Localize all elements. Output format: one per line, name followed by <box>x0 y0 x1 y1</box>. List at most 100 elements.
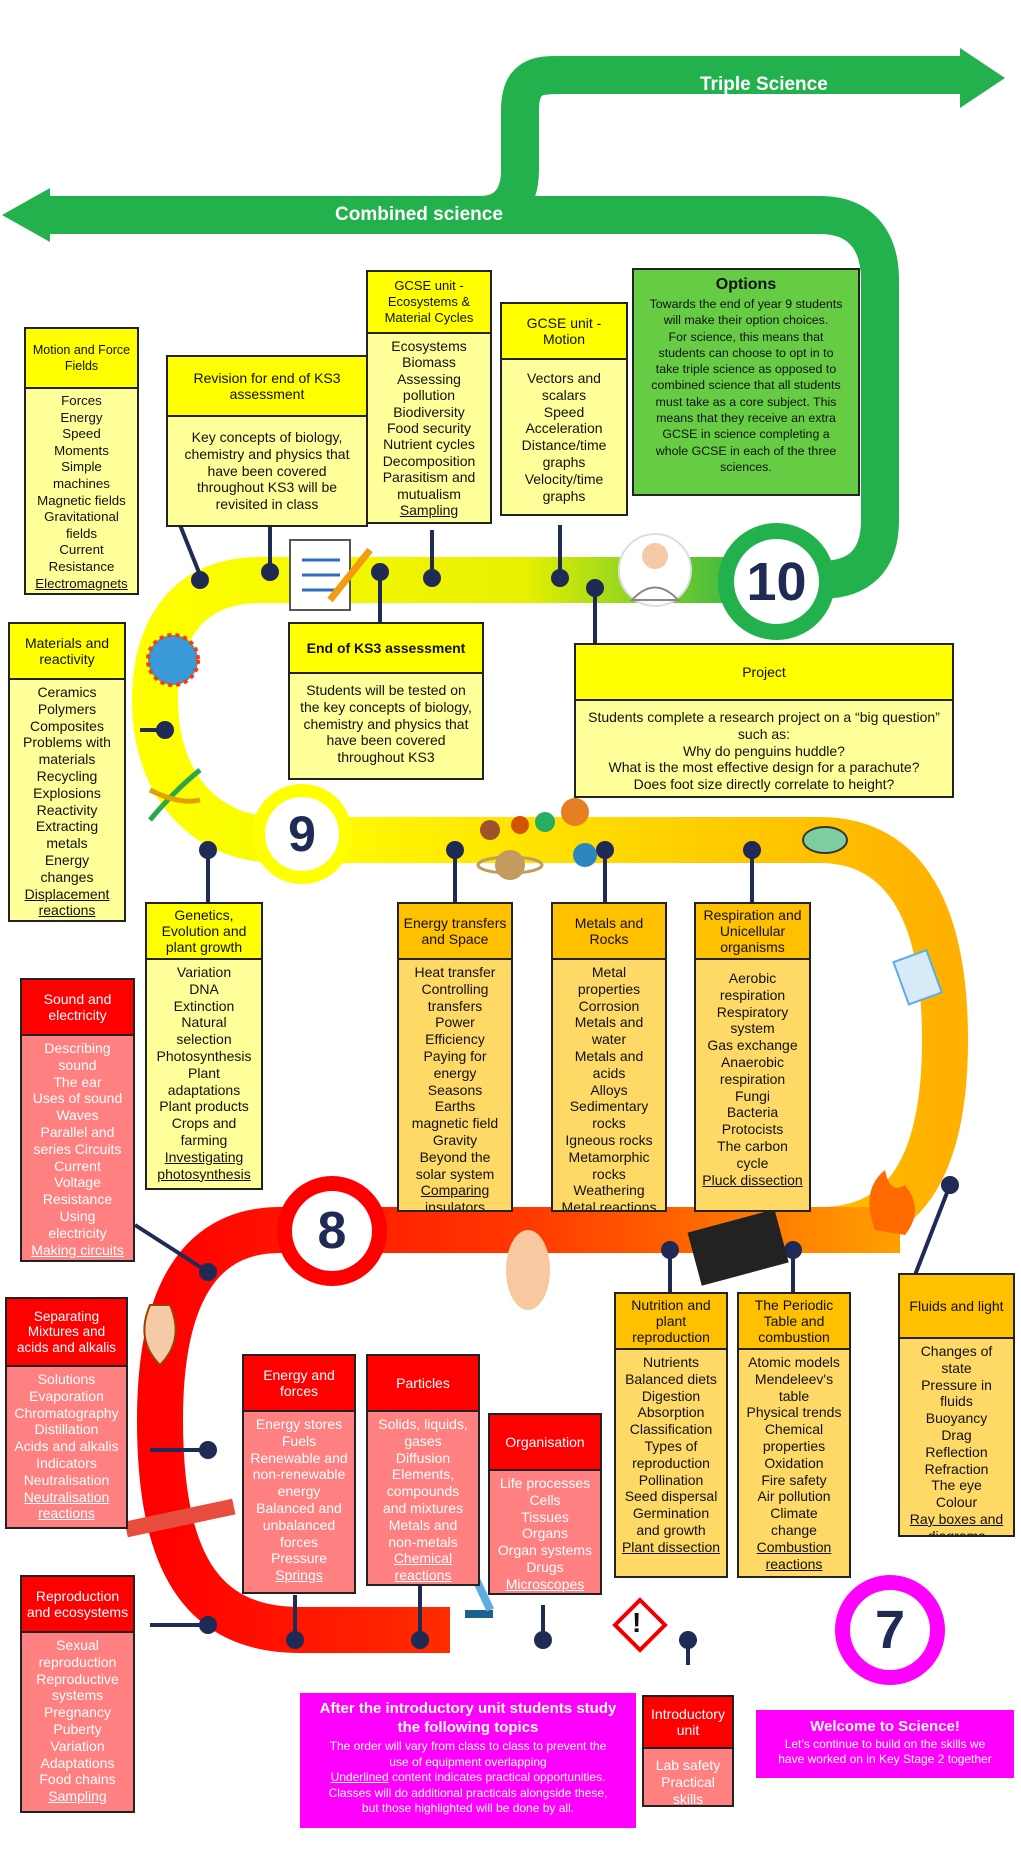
topic-item: Protocists <box>721 1121 784 1138</box>
topic-item: pollution <box>402 387 456 404</box>
topic-item: fields <box>65 525 98 541</box>
topic-item: Beyond the <box>419 1148 491 1165</box>
box-title: Respiration and Unicellular organisms <box>696 904 809 960</box>
topic-item: unbalanced <box>262 1516 336 1533</box>
topic-item: Respiratory <box>716 1003 789 1020</box>
triple-science-label: Triple Science <box>700 74 828 95</box>
topic-item: Changes of <box>920 1343 993 1359</box>
practical-item: Sampling <box>399 502 459 519</box>
topic-item: Acceleration <box>525 420 603 437</box>
box-title: Materials and reactivity <box>10 624 124 680</box>
topic-item: energy <box>277 1483 321 1500</box>
topic-item: graphs <box>542 453 586 470</box>
options-line: For science, this means that <box>668 329 824 344</box>
topic-item: Uses of sound <box>32 1090 123 1107</box>
topic-item: Metamorphic <box>568 1148 650 1165</box>
topic-item: water <box>591 1031 627 1048</box>
topic-item: Seasons <box>427 1081 483 1098</box>
options-title: Options <box>715 276 777 293</box>
topic-item: Aerobic <box>728 970 777 986</box>
glass-block-picture <box>892 948 944 1006</box>
topic-item: Earths <box>434 1098 476 1115</box>
intro-note-title: After the introductory unit students stu… <box>319 1700 617 1736</box>
topic-item: Nutrients <box>642 1354 700 1370</box>
year-7-marker: 7 <box>835 1575 945 1685</box>
topic-item: Using <box>59 1207 96 1224</box>
topic-item: Air pollution <box>757 1488 831 1505</box>
topic-item: Atomic models <box>748 1354 840 1370</box>
topic-item: Gravity <box>432 1131 478 1148</box>
topic-item: Moments <box>54 442 109 458</box>
topic-item: Buoyancy <box>925 1410 988 1427</box>
topic-item: Variation <box>176 964 232 980</box>
practical-item: Ray boxes and diagrams <box>909 1510 1004 1537</box>
box-title: GCSE unit - Motion <box>502 304 626 360</box>
topic-item: sound <box>58 1056 97 1073</box>
revision-box: Revision for end of KS3 assessment Key c… <box>166 355 368 527</box>
scientist-picture <box>618 533 692 607</box>
topic-item: Anaerobic <box>720 1053 785 1070</box>
topic-item: change <box>771 1521 817 1538</box>
intro-unit-box: Introductory unit Lab safety Practical s… <box>642 1695 734 1807</box>
red-segment <box>136 1207 900 1653</box>
intro-note-line: but those highlighted will be done by al… <box>361 1801 575 1816</box>
topic-item: The carbon <box>717 1137 788 1154</box>
topic-item: Sexual <box>56 1637 99 1653</box>
box-title: End of KS3 assessment <box>290 624 482 674</box>
topic-item: Waves <box>56 1107 99 1124</box>
topic-item: Renewable and <box>250 1449 348 1466</box>
options-box: Options Towards the end of year 9 studen… <box>632 268 860 496</box>
topic-item: Classification <box>629 1421 713 1438</box>
topic-item: Paying for <box>423 1047 487 1064</box>
topic-item: Plant <box>188 1064 220 1081</box>
topic-item: and mixtures <box>382 1499 464 1516</box>
organisation-box: Organisation Life processes Cells Tissue… <box>488 1413 602 1595</box>
topic-item: system <box>730 1020 775 1037</box>
options-line: whole GCSE in each of the three <box>655 443 837 458</box>
practical-item: Chemical reactions <box>393 1550 453 1584</box>
hazard-sign-picture <box>612 1597 668 1653</box>
topic-item: Organ systems <box>497 1542 593 1559</box>
fluids-light-box: Fluids and light Changes of state Pressu… <box>898 1273 1015 1537</box>
topic-item: Pregnancy <box>44 1704 111 1721</box>
topic-item: Evaporation <box>29 1387 104 1404</box>
practical-item: Making circuits <box>31 1241 124 1258</box>
topic-item: Efficiency <box>425 1031 485 1048</box>
materials-reactivity-box: Materials and reactivity Ceramics Polyme… <box>8 622 126 922</box>
topic-item: and growth <box>636 1521 706 1538</box>
box-title: The Periodic Table and combustion <box>739 1294 849 1350</box>
topic-item: Drugs <box>526 1558 564 1575</box>
topic-item: Pressure <box>270 1550 328 1567</box>
topic-item: Simple <box>61 459 102 475</box>
hazard-symbol: ! <box>632 1607 642 1638</box>
practical-item: Displacement reactions <box>24 885 110 919</box>
dna-picture <box>148 768 202 822</box>
topic-item: changes <box>40 868 94 885</box>
topic-item: non-renewable <box>252 1466 346 1483</box>
end-ks3-box: End of KS3 assessment Students will be t… <box>288 622 484 780</box>
topic-item: scalars <box>541 386 587 403</box>
end-ks3-body: Students will be tested on the key conce… <box>290 674 482 778</box>
topic-item: solar system <box>415 1165 495 1182</box>
options-line: means that they receive an extra <box>656 411 836 426</box>
planets-picture <box>476 798 597 880</box>
topic-item: Organs <box>522 1525 568 1542</box>
box-title: Sound and electricity <box>22 980 133 1036</box>
topic-item: Drag <box>941 1426 972 1443</box>
topic-item: Food chains <box>39 1771 116 1788</box>
project-line: What is the most effective design for a … <box>608 759 920 776</box>
practical-item: Pluck dissection <box>702 1171 803 1188</box>
topic-item: Explosions <box>33 784 101 801</box>
topic-item: Cells <box>529 1491 561 1508</box>
topic-item: Weathering <box>573 1182 645 1199</box>
welcome-box: Welcome to Science! Let’s continue to bu… <box>756 1710 1014 1778</box>
particles-box: Particles Solids, liquids, gases Diffusi… <box>366 1354 480 1586</box>
topic-item: Problems with <box>23 734 111 751</box>
topic-item: Current <box>54 1157 101 1174</box>
options-line: sciences. <box>720 459 772 474</box>
topic-item: DNA <box>189 980 219 997</box>
topic-item: farming <box>180 1131 228 1148</box>
topic-item: Energy <box>44 851 90 868</box>
intro-note-line-underlined: Underlined content indicates practical o… <box>306 1770 630 1786</box>
topic-item: Alloys <box>590 1081 628 1098</box>
